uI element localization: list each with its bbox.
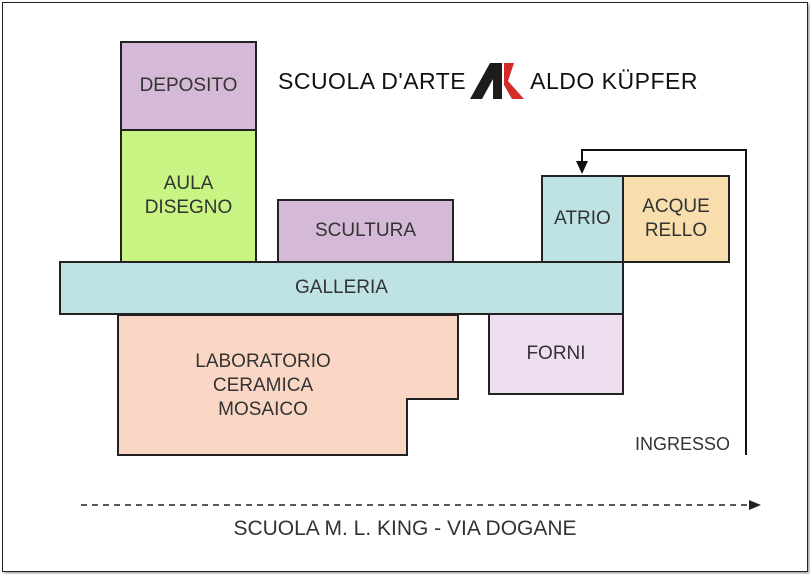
room-galleria: GALLERIA — [59, 261, 624, 315]
room-aula-disegno-label: AULA DISEGNO — [144, 173, 233, 218]
room-laboratorio: LABORATORIO CERAMICA MOSAICO — [120, 323, 406, 448]
school-title: SCUOLA D'ARTE ALDO KÜPFER — [278, 61, 698, 101]
room-deposito: DEPOSITO — [120, 41, 257, 131]
room-laboratorio-shape — [117, 314, 459, 456]
entrance-path-arrow — [576, 149, 747, 455]
room-forni-label: FORNI — [526, 343, 586, 364]
room-acquerello: ACQUE RELLO — [622, 175, 730, 263]
title-left-text: SCUOLA D'ARTE — [278, 67, 467, 94]
room-atrio-label: ATRIO — [554, 208, 611, 229]
room-atrio: ATRIO — [541, 175, 624, 263]
school-logo-icon — [470, 63, 525, 99]
room-aula-disegno: AULA DISEGNO — [120, 129, 257, 263]
room-deposito-label: DEPOSITO — [139, 75, 238, 96]
room-scultura-label: SCULTURA — [315, 220, 416, 241]
street-dashed-arrow — [81, 500, 761, 510]
room-galleria-label: GALLERIA — [295, 277, 388, 298]
room-laboratorio-label: LABORATORIO CERAMICA MOSAICO — [195, 350, 331, 420]
title-right-text: ALDO KÜPFER — [530, 67, 698, 94]
room-scultura: SCULTURA — [277, 199, 454, 263]
street-label: SCUOLA M. L. KING - VIA DOGANE — [233, 517, 577, 540]
entrance-label: INGRESSO — [635, 434, 731, 454]
room-acquerello-label: ACQUE RELLO — [642, 196, 710, 241]
